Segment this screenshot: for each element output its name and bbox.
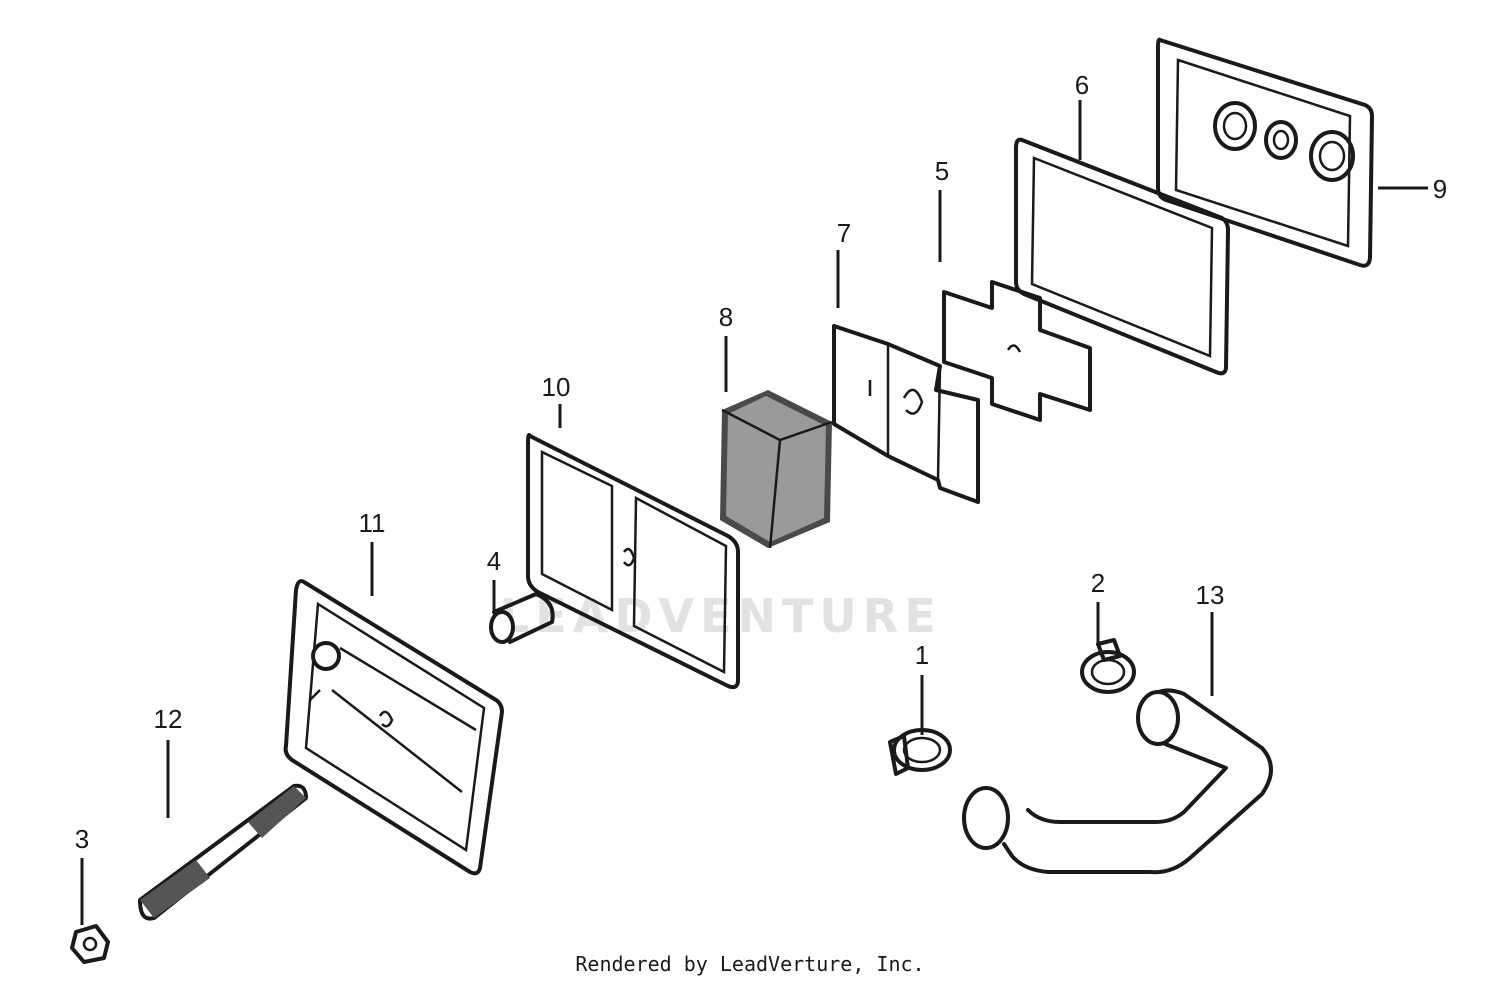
callout-11: 11 bbox=[359, 508, 386, 538]
part-3-nut bbox=[70, 924, 110, 964]
part-9-cover-plate bbox=[1156, 37, 1374, 268]
watermark: LEADVENTURE bbox=[500, 589, 942, 643]
callout-13: 13 bbox=[1196, 580, 1225, 610]
part-1-hose-clamp bbox=[888, 728, 952, 776]
callout-12: 12 bbox=[154, 704, 183, 734]
callout-1: 1 bbox=[915, 640, 929, 670]
callout-10: 10 bbox=[542, 372, 571, 402]
callout-7: 7 bbox=[837, 218, 851, 248]
callout-9: 9 bbox=[1433, 174, 1447, 204]
part-5-cross-plate bbox=[942, 280, 1092, 422]
callout-5: 5 bbox=[935, 156, 949, 186]
part-13-bent-hose bbox=[962, 688, 1273, 875]
part-4-tube bbox=[489, 592, 555, 644]
callout-2: 2 bbox=[1091, 568, 1105, 598]
callout-8: 8 bbox=[719, 302, 733, 332]
callout-6: 6 bbox=[1075, 70, 1089, 100]
callout-3: 3 bbox=[75, 824, 89, 854]
part-12-stud bbox=[138, 783, 308, 921]
callout-4: 4 bbox=[487, 546, 501, 576]
part-8-foam-filter bbox=[720, 390, 833, 549]
credit-line: Rendered by LeadVerture, Inc. bbox=[575, 952, 925, 976]
callout-labels: 1 2 3 4 5 6 7 8 9 10 11 12 13 bbox=[75, 70, 1447, 854]
part-11-base-housing bbox=[283, 579, 504, 876]
leader-lines bbox=[80, 100, 1428, 925]
part-6-gasket bbox=[1014, 137, 1230, 376]
part-10-gasket bbox=[526, 433, 740, 690]
part-2-hose-clamp bbox=[1080, 638, 1136, 694]
part-7-baffle bbox=[832, 324, 980, 504]
